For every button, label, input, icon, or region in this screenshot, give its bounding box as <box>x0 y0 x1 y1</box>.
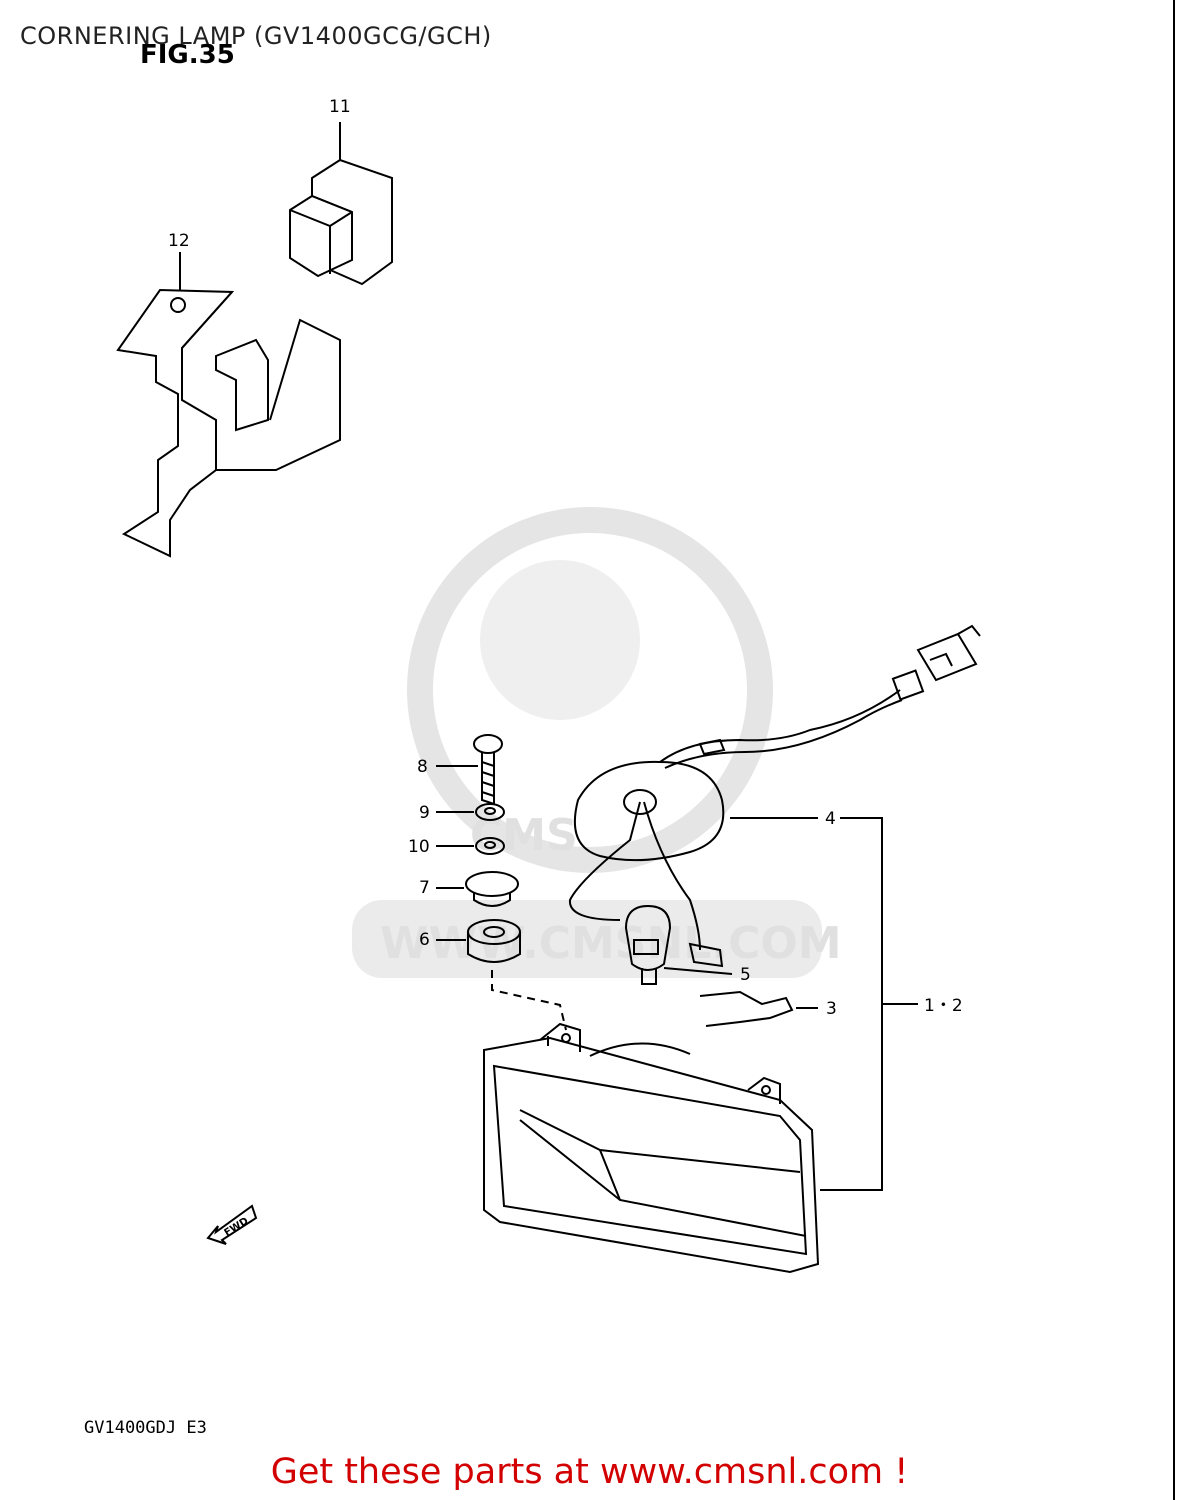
grommet-part <box>436 919 567 1031</box>
callout-10: 10 <box>408 837 430 857</box>
assembly-bracket-line <box>820 817 918 1191</box>
callout-6: 6 <box>419 930 430 950</box>
callout-12: 12 <box>168 231 190 251</box>
lamp-housing-part <box>483 1022 820 1274</box>
cta-link-text[interactable]: Get these parts at www.cmsnl.com ! <box>270 1452 909 1492</box>
callout-4: 4 <box>825 809 836 829</box>
screw-part <box>436 734 503 806</box>
watermark-logo-text: CMS <box>470 810 578 861</box>
spring-clip-part <box>699 990 818 1027</box>
callout-8: 8 <box>417 757 428 777</box>
callout-5: 5 <box>740 965 751 985</box>
watermark-url: WWW.CMSNL.COM <box>380 918 842 969</box>
watermark: CMS WWW.CMSNL.COM <box>352 507 842 978</box>
callout-11: 11 <box>329 97 351 117</box>
lamp-socket-part <box>568 624 981 951</box>
bracket-part <box>116 252 341 558</box>
callout-1-2: 1・2 <box>924 996 963 1016</box>
fwd-arrow-icon <box>206 1204 258 1245</box>
lock-washer-part <box>436 803 505 821</box>
washer-part <box>436 837 505 855</box>
callout-3: 3 <box>826 999 837 1019</box>
collar-part <box>436 871 519 907</box>
relay-part <box>289 122 393 286</box>
callout-7: 7 <box>419 878 430 898</box>
callout-9: 9 <box>419 803 430 823</box>
page-title: CORNERING LAMP (GV1400GCG/GCH) <box>20 22 492 50</box>
model-code: GV1400GDJ E3 <box>84 1418 207 1438</box>
right-border-rule <box>1173 0 1175 1500</box>
figure-number: FIG.35 <box>140 40 235 70</box>
bulb-part <box>624 904 733 985</box>
